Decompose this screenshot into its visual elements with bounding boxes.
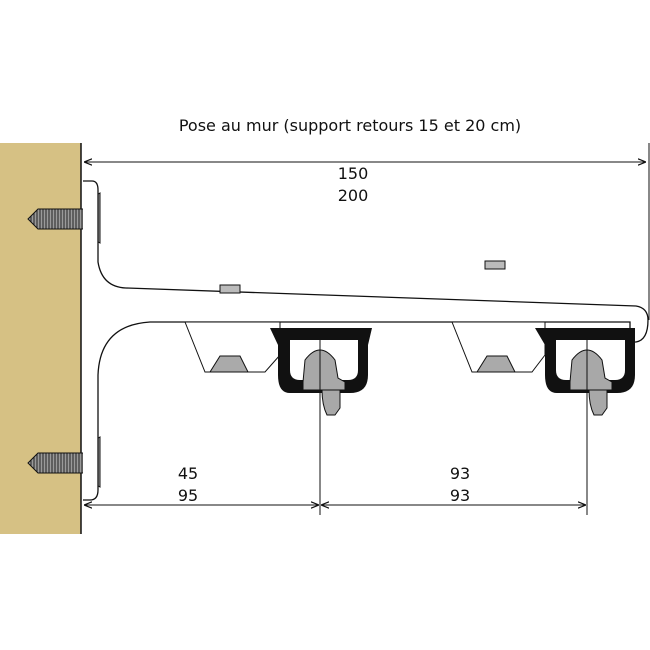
wall bbox=[0, 143, 81, 534]
rail-1 bbox=[270, 328, 372, 416]
dimension-total-2: 200 bbox=[337, 186, 369, 205]
dimension-second-1: 93 bbox=[449, 464, 471, 483]
dimension-second-2: 93 bbox=[449, 486, 471, 505]
bracket bbox=[83, 180, 649, 501]
diagram-title: Pose au mur (support retours 15 et 20 cm… bbox=[178, 116, 522, 135]
rail-2 bbox=[535, 328, 635, 416]
clip-2 bbox=[451, 321, 546, 373]
dimension-first-2: 95 bbox=[177, 486, 199, 505]
dimension-first-1: 45 bbox=[177, 464, 199, 483]
dimension-total-1: 150 bbox=[337, 164, 369, 183]
clip-1 bbox=[184, 321, 281, 373]
